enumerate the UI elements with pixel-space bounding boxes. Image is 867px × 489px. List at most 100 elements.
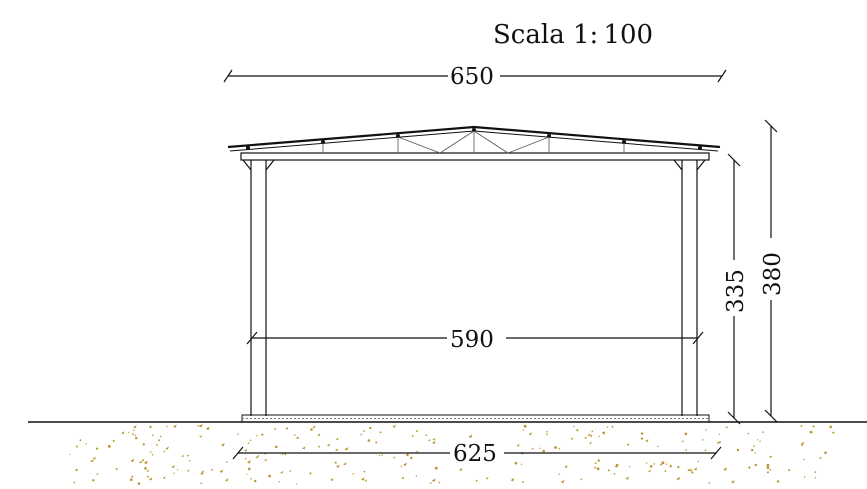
purlin-dots: [246, 128, 702, 150]
ground-speckle: [285, 426, 289, 430]
ground-speckle: [570, 437, 574, 440]
ground-speckle: [155, 444, 158, 446]
ground-speckle: [542, 449, 545, 453]
ground-speckle: [128, 431, 130, 433]
ground-speckle: [697, 460, 700, 463]
column-left: [242, 159, 275, 416]
ground-speckle: [403, 462, 407, 467]
dimension-total-width: [223, 69, 727, 83]
ground-speckle: [335, 448, 339, 452]
ground-speckle: [406, 453, 409, 457]
ground-speckle: [819, 456, 822, 460]
ground-speckle: [546, 431, 548, 433]
ground-speckle: [296, 436, 299, 439]
ground-speckle: [187, 469, 190, 472]
ground-speckle: [766, 471, 769, 474]
ground-speckle: [177, 469, 179, 471]
ground-speckle: [564, 465, 568, 469]
ground-speckle: [611, 425, 614, 428]
ground-speckle: [302, 446, 306, 450]
ground-speckle: [312, 425, 316, 429]
ground-speckle: [628, 465, 631, 468]
ground-speckle: [615, 463, 619, 467]
ground-speckle: [485, 476, 489, 480]
ground-speckle: [326, 443, 331, 447]
ground-speckle: [352, 472, 355, 475]
ground-speckle: [244, 457, 247, 460]
ground-speckle: [205, 426, 210, 431]
ground-speckle: [593, 466, 597, 469]
dimension-total-height-label: 380: [760, 252, 786, 296]
ground-speckle: [151, 454, 154, 456]
ground-speckle: [330, 478, 334, 481]
ground-speckle: [716, 441, 720, 444]
ground-speckle: [220, 442, 225, 447]
ground-speckle: [590, 434, 593, 437]
ground-speckle: [718, 433, 720, 435]
ground-speckle: [148, 477, 153, 481]
ground-speckle: [159, 435, 162, 438]
ground-speckle: [751, 448, 754, 452]
ground-speckle: [458, 467, 463, 472]
ground-speckle: [261, 433, 264, 436]
ground-speckle: [255, 455, 259, 459]
ground-speckle: [434, 466, 438, 470]
ground-speckle: [375, 441, 378, 444]
ground-speckle: [296, 483, 298, 485]
ground-speckle: [803, 458, 806, 461]
ground-speckle: [294, 434, 296, 436]
ground-speckle: [142, 443, 145, 446]
ground-speckle: [754, 463, 757, 467]
ground-speckle: [244, 448, 248, 452]
ground-speckle: [661, 461, 665, 465]
ground-speckle: [236, 433, 240, 436]
ground-speckle: [317, 433, 321, 437]
ground-speckle: [522, 481, 524, 483]
ground-speckle: [587, 433, 591, 437]
ground-speckle: [107, 445, 111, 448]
ground-speckle: [800, 425, 803, 427]
ground-speckle: [96, 447, 99, 450]
ground-speckle: [163, 450, 166, 453]
ground-speckle: [766, 466, 770, 470]
ground-speckle: [410, 456, 413, 460]
ground-speckle: [687, 468, 691, 472]
ground-speckle: [607, 469, 610, 472]
ground-speckle: [165, 446, 169, 450]
ground-speckle: [669, 465, 672, 468]
ground-speckle: [597, 459, 600, 462]
ground-speckle: [416, 450, 418, 453]
ground-speckle: [589, 441, 592, 445]
ground-speckle: [757, 439, 759, 441]
ground-speckle: [769, 455, 772, 458]
ground-speckle: [248, 467, 251, 471]
ground-speckle: [824, 451, 827, 455]
ground-speckle: [800, 443, 804, 447]
ground-speckle: [788, 469, 791, 472]
ground-speckle: [431, 478, 436, 482]
ground-speckle: [360, 433, 363, 436]
ground-speckle: [580, 478, 583, 481]
ground-speckle: [684, 448, 688, 452]
ground-speckle: [173, 424, 177, 428]
ground-speckle: [411, 435, 414, 437]
ground-speckle: [133, 429, 135, 431]
ground-speckle: [130, 458, 135, 463]
ground-speckle: [309, 472, 312, 475]
ground-speckle: [172, 472, 175, 475]
ground-speckle: [138, 460, 143, 464]
ground-texture: [69, 423, 835, 485]
ground-speckle: [134, 434, 137, 437]
ground-speckle: [432, 440, 436, 444]
ground-speckle: [684, 432, 688, 436]
ground-speckle: [719, 441, 721, 444]
ground-speckle: [256, 434, 258, 437]
ground-speckle: [360, 477, 365, 481]
ground-speckle: [268, 474, 271, 478]
ground-speckle: [75, 468, 78, 472]
ground-speckle: [92, 479, 95, 482]
ground-speckle: [189, 460, 191, 462]
ground-speckle: [115, 468, 118, 470]
ground-speckle: [284, 453, 287, 456]
ground-speckle: [392, 456, 396, 459]
